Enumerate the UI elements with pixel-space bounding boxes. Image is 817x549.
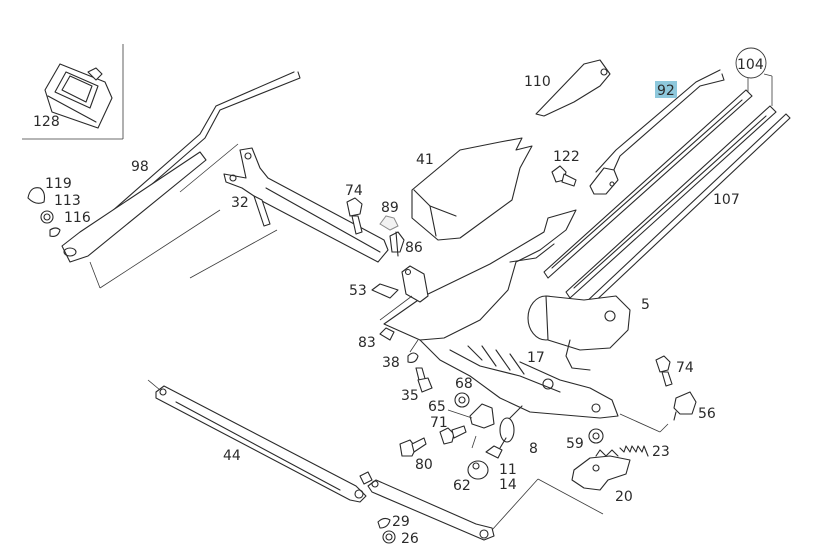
label-119[interactable]: 119 bbox=[45, 176, 72, 192]
part-29-washer[interactable] bbox=[377, 517, 391, 529]
label-26[interactable]: 26 bbox=[401, 531, 419, 547]
label-107[interactable]: 107 bbox=[713, 192, 740, 208]
part-8-crank[interactable] bbox=[485, 405, 523, 459]
label-41[interactable]: 41 bbox=[416, 152, 434, 168]
label-20[interactable]: 20 bbox=[615, 489, 633, 505]
label-38[interactable]: 38 bbox=[382, 355, 400, 371]
label-80[interactable]: 80 bbox=[415, 457, 433, 473]
label-29[interactable]: 29 bbox=[392, 514, 410, 530]
part-92-wiper-arm[interactable] bbox=[589, 69, 725, 195]
part-59-nut[interactable] bbox=[588, 428, 604, 444]
label-74-upper[interactable]: 74 bbox=[345, 183, 363, 199]
label-92[interactable]: 92 bbox=[657, 83, 675, 99]
part-35-bolt[interactable] bbox=[415, 367, 433, 393]
label-17[interactable]: 17 bbox=[527, 350, 545, 366]
label-98[interactable]: 98 bbox=[131, 159, 149, 175]
part-116-nut[interactable] bbox=[40, 210, 54, 224]
label-53[interactable]: 53 bbox=[349, 283, 367, 299]
part-20-pivot-plate[interactable] bbox=[571, 449, 631, 491]
label-92-highlight bbox=[655, 81, 677, 98]
label-68[interactable]: 68 bbox=[455, 376, 473, 392]
part-104-wiper-blades[interactable] bbox=[543, 73, 777, 299]
label-110[interactable]: 110 bbox=[524, 74, 551, 90]
label-71[interactable]: 71 bbox=[430, 415, 448, 431]
part-44-link-rod[interactable] bbox=[155, 385, 367, 503]
part-128-connector[interactable] bbox=[44, 63, 113, 129]
part-83-clip[interactable] bbox=[379, 327, 395, 341]
part-71-bolt[interactable] bbox=[439, 425, 467, 445]
label-104-circle bbox=[735, 47, 767, 79]
label-14[interactable]: 14 bbox=[499, 477, 517, 493]
part-bracket[interactable] bbox=[379, 265, 429, 321]
label-83[interactable]: 83 bbox=[358, 335, 376, 351]
label-11[interactable]: 11 bbox=[499, 462, 517, 478]
part-56-mount[interactable] bbox=[619, 391, 697, 433]
leader-lines bbox=[147, 379, 604, 531]
label-65[interactable]: 65 bbox=[428, 399, 446, 415]
inset-frame bbox=[22, 44, 124, 140]
label-86[interactable]: 86 bbox=[405, 240, 423, 256]
part-65-bracket[interactable] bbox=[447, 403, 495, 429]
part-link-rod-2[interactable] bbox=[359, 471, 495, 541]
label-56[interactable]: 56 bbox=[698, 406, 716, 422]
part-119-cap[interactable] bbox=[27, 187, 46, 204]
part-80-bolt[interactable] bbox=[399, 437, 427, 457]
part-frame-housing[interactable] bbox=[383, 209, 619, 419]
label-74-lower[interactable]: 74 bbox=[676, 360, 694, 376]
label-5[interactable]: 5 bbox=[641, 297, 650, 313]
part-53-clip[interactable] bbox=[371, 283, 399, 299]
part-122-bolt[interactable] bbox=[551, 165, 577, 187]
part-washer[interactable] bbox=[49, 227, 61, 237]
part-62-bushing[interactable] bbox=[467, 435, 489, 480]
label-44[interactable]: 44 bbox=[223, 448, 241, 464]
part-98-wiper-arm[interactable] bbox=[61, 71, 301, 289]
label-113[interactable]: 113 bbox=[54, 193, 81, 209]
part-23-spring[interactable] bbox=[619, 445, 649, 457]
part-74-bolt-lower[interactable] bbox=[655, 355, 673, 387]
part-89-grommet[interactable] bbox=[379, 215, 399, 231]
part-86-stud[interactable] bbox=[389, 231, 405, 257]
label-23[interactable]: 23 bbox=[652, 444, 670, 460]
label-122[interactable]: 122 bbox=[553, 149, 580, 165]
part-32-linkage[interactable] bbox=[179, 143, 389, 279]
part-110-blade-cover[interactable] bbox=[535, 59, 611, 117]
label-35[interactable]: 35 bbox=[401, 388, 419, 404]
label-62[interactable]: 62 bbox=[453, 478, 471, 494]
label-8[interactable]: 8 bbox=[529, 441, 538, 457]
part-74-bolt-upper[interactable] bbox=[346, 197, 363, 235]
label-104[interactable]: 104 bbox=[737, 57, 764, 73]
label-32[interactable]: 32 bbox=[231, 195, 249, 211]
label-59[interactable]: 59 bbox=[566, 436, 584, 452]
label-128[interactable]: 128 bbox=[33, 114, 60, 130]
part-68-nut[interactable] bbox=[454, 392, 470, 408]
label-89[interactable]: 89 bbox=[381, 200, 399, 216]
part-41-cover[interactable] bbox=[411, 137, 533, 241]
label-116[interactable]: 116 bbox=[64, 210, 91, 226]
part-38-bushing[interactable] bbox=[407, 339, 419, 363]
part-26-nut[interactable] bbox=[382, 530, 396, 544]
part-5-motor[interactable] bbox=[527, 295, 631, 371]
